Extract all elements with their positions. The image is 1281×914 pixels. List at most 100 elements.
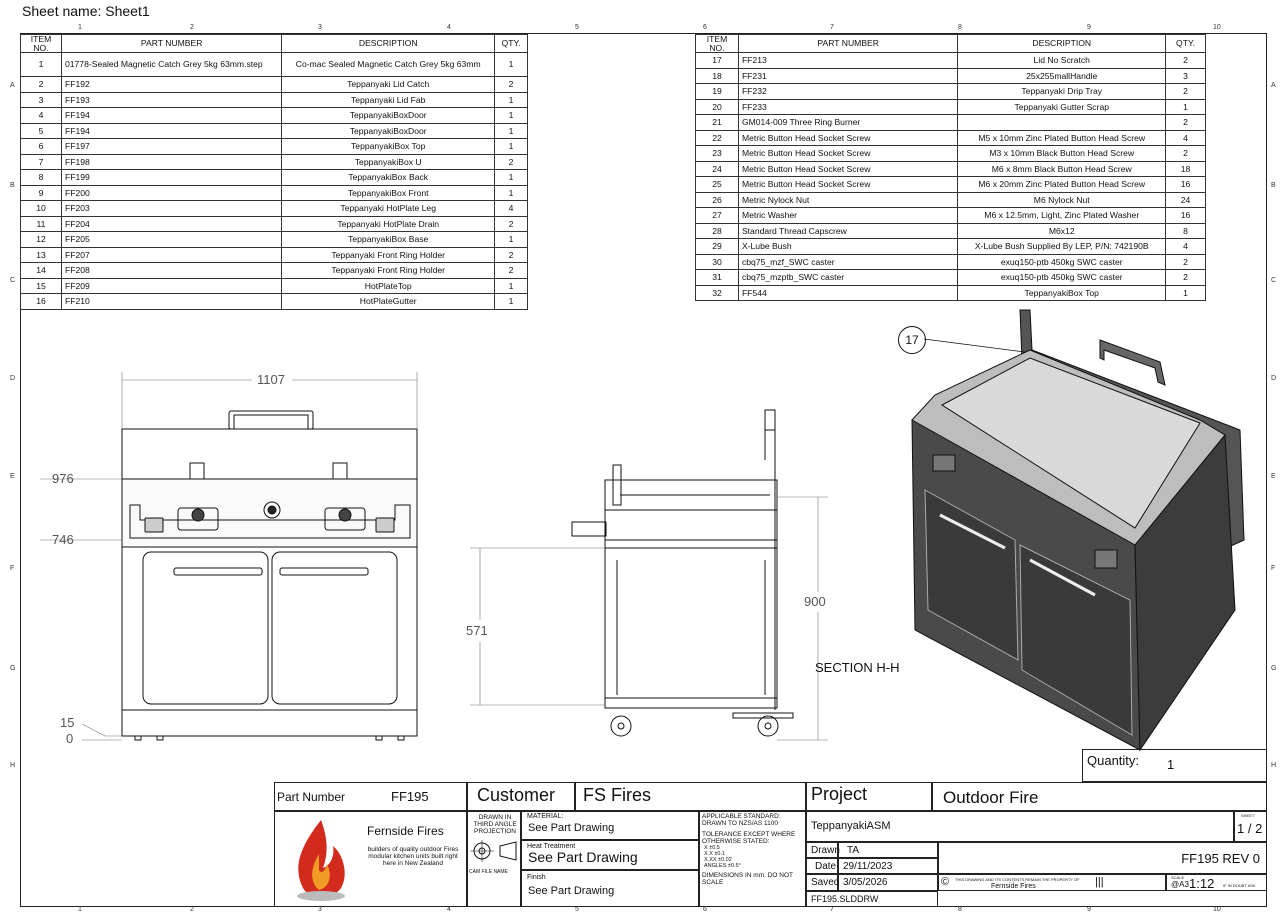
- heat-treatment-cell: Heat Treatment See Part Drawing: [521, 840, 699, 870]
- zone-number: 4: [447, 906, 451, 913]
- third-angle-projection-icon: [470, 840, 517, 862]
- dimension-976: 976: [52, 471, 74, 486]
- scale-label: SCALE: [1171, 875, 1185, 880]
- scale-cell: SCALE @A3 1:12 IF IN DOUBT ASK: [1166, 874, 1267, 891]
- zone-letter: C: [1271, 277, 1277, 284]
- bom-quantity: 1: [1165, 284, 1206, 302]
- bom-item-no: 32: [695, 284, 739, 302]
- customer-value-cell: FS Fires: [575, 782, 806, 811]
- bom-part-number: 01778-Sealed Magnetic Catch Grey 5kg 63m…: [60, 52, 283, 78]
- tolerance-values: X ±0.5 X.X ±0.1 X.XX ±0.02 ANGLES ±0.5°: [704, 845, 741, 870]
- saved-value-cell: 3/05/2026: [838, 874, 938, 891]
- projection-note: DRAWN IN THIRD ANGLE PROJECTION: [473, 814, 517, 836]
- material-cell: MATERIAL: See Part Drawing: [521, 811, 699, 840]
- quantity-box: Quantity: 1: [1082, 749, 1267, 782]
- project-value: Outdoor Fire: [943, 788, 1039, 807]
- zone-number: 8: [958, 906, 962, 913]
- project-label: Project: [811, 784, 868, 804]
- bom-description: TeppanyakiBox Top: [957, 284, 1167, 302]
- bom-quantity: 1: [494, 169, 528, 186]
- finish-cell: Finish See Part Drawing: [521, 870, 699, 907]
- projection-cell: DRAWN IN THIRD ANGLE PROJECTION CAM FILE…: [467, 811, 521, 907]
- drawn-value: TA: [847, 845, 860, 856]
- copyright-icon: ©: [941, 876, 950, 888]
- bom-quantity: 1: [494, 293, 528, 310]
- zone-number: 10: [1213, 906, 1221, 913]
- copyright-company: Fernside Fires: [991, 883, 1036, 890]
- zone-number: 6: [703, 24, 707, 31]
- customer-label-cell: Customer: [467, 782, 575, 811]
- zone-number: 7: [830, 906, 834, 913]
- bom-header-qty: QTY.: [494, 33, 528, 54]
- dimension-746: 746: [52, 532, 74, 547]
- company-name: Fernside Fires: [367, 824, 444, 838]
- zone-letter: D: [10, 375, 16, 382]
- part-number-value: FF195: [391, 789, 429, 804]
- bom-header-desc: DESCRIPTION: [281, 33, 495, 54]
- bom-header-part: PART NUMBER: [60, 33, 283, 54]
- zone-letter: D: [1271, 375, 1277, 382]
- zone-letter: A: [1271, 82, 1276, 89]
- section-view: [470, 409, 828, 741]
- zone-letter: B: [10, 182, 15, 189]
- filename-cell: FF195.SLDDRW: [806, 891, 938, 907]
- tolerance-note: TOLERANCE EXCEPT WHERE OTHERWISE STATED:: [702, 831, 796, 846]
- zone-number: 7: [830, 24, 834, 31]
- dimension-571: 571: [466, 623, 488, 638]
- saved-label-cell: Saved: [806, 874, 840, 891]
- date-value-cell: 29/11/2023: [838, 858, 938, 874]
- bom-description: Co-mac Sealed Magnetic Catch Grey 5kg 63…: [281, 52, 495, 78]
- section-label: SECTION H-H: [815, 660, 900, 675]
- zone-letter: G: [1271, 665, 1277, 672]
- barcode-icon: |||: [1095, 876, 1104, 888]
- zone-number: 9: [1087, 24, 1091, 31]
- zone-number: 5: [575, 906, 579, 913]
- drawn-label: Drawn: [811, 845, 840, 856]
- zone-letter: H: [1271, 762, 1277, 769]
- bom-header-item: ITEM NO.: [695, 33, 739, 54]
- date-label-cell: Date: [806, 858, 838, 874]
- copyright-note: THIS DRAWING AND ITS CONTENTS REMAIN THE…: [955, 877, 1080, 882]
- part-number-label: Part Number: [277, 790, 346, 804]
- quantity-value: 1: [1167, 757, 1175, 772]
- drawn-value-cell: TA: [838, 842, 938, 858]
- zone-letter: E: [10, 473, 15, 480]
- zone-number: 3: [318, 24, 322, 31]
- sheet-cell: SHEET 1 / 2: [1234, 811, 1267, 842]
- finish-label: Finish: [527, 874, 546, 881]
- zone-letter: C: [10, 277, 16, 284]
- assembly-name: TeppanyakiASM: [811, 820, 891, 832]
- dimension-900: 900: [804, 594, 826, 609]
- sheet-name: Sheet name: Sheet1: [22, 3, 150, 19]
- date-label: Date: [815, 861, 837, 872]
- material-value: See Part Drawing: [528, 822, 615, 834]
- part-number-cell: Part Number FF195: [274, 782, 467, 811]
- saved-label: Saved: [811, 877, 840, 888]
- bom-header-part: PART NUMBER: [737, 33, 959, 54]
- quantity-label: Quantity:: [1087, 753, 1140, 768]
- bom-table-right: ITEM NO. PART NUMBER DESCRIPTION QTY. 17…: [695, 33, 1206, 302]
- front-view: [40, 372, 418, 741]
- copyright-cell: © THIS DRAWING AND ITS CONTENTS REMAIN T…: [938, 874, 1166, 891]
- bom-quantity: 1: [494, 52, 528, 78]
- bom-part-number: FF210: [60, 293, 283, 310]
- bom-part-number: FF544: [737, 284, 959, 302]
- bom-header-qty: QTY.: [1165, 33, 1206, 54]
- saved-value: 3/05/2026: [843, 877, 888, 888]
- customer-value: FS Fires: [583, 785, 652, 805]
- applicable-standard: APPLICABLE STANDARD: DRAWN TO NZS/AS 110…: [702, 813, 781, 828]
- zone-number: 4: [447, 24, 451, 31]
- standards-cell: APPLICABLE STANDARD: DRAWN TO NZS/AS 110…: [699, 811, 806, 907]
- bom-item-no: 1: [20, 52, 62, 78]
- company-tagline: builders of quality outdoor Fires modula…: [367, 846, 459, 868]
